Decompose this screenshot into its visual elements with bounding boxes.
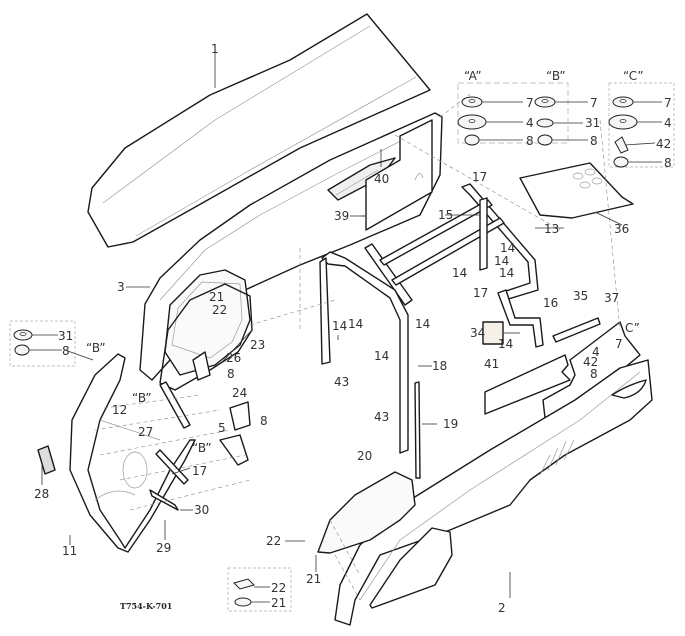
part-36-panel bbox=[519, 162, 634, 219]
callout-42-right: 42 bbox=[583, 355, 598, 369]
callout-17-b: 17 bbox=[473, 286, 488, 300]
callout-24: 24 bbox=[232, 386, 247, 400]
part-35-strip bbox=[552, 317, 601, 343]
part-29-brace bbox=[149, 489, 179, 511]
part-26-bracket bbox=[192, 351, 211, 381]
callout-3: 3 bbox=[117, 280, 125, 294]
callout-12: 12 bbox=[112, 403, 127, 417]
part-20-window bbox=[317, 471, 416, 554]
detail-box-A bbox=[457, 82, 569, 144]
detail-A-item: 8 bbox=[526, 134, 534, 148]
detail-ref-B-2: “B” bbox=[132, 391, 152, 405]
part-34-pad bbox=[482, 321, 504, 345]
part-11-front-nose bbox=[69, 353, 196, 553]
callout-14-d: 14 bbox=[452, 266, 467, 280]
drawing-code: T754-K-701 bbox=[120, 601, 172, 611]
callout-28: 28 bbox=[34, 487, 49, 501]
detail-bottom-item: 22 bbox=[271, 581, 286, 595]
detail-box-left bbox=[9, 320, 76, 367]
callout-20: 20 bbox=[357, 449, 372, 463]
detail-B-item: 8 bbox=[590, 134, 598, 148]
callout-26: 26 bbox=[226, 351, 241, 365]
part-1-hood-panel bbox=[87, 13, 431, 248]
callout-27: 27 bbox=[138, 425, 153, 439]
detail-box-bottom bbox=[227, 567, 292, 612]
callout-21-a: 21 bbox=[209, 290, 224, 304]
callout-34: 34 bbox=[470, 326, 485, 340]
detail-A-title: “A” bbox=[464, 69, 482, 83]
callout-17-a: 17 bbox=[472, 170, 487, 184]
callout-7-right: 7 bbox=[615, 337, 623, 351]
callout-14-e: 14 bbox=[494, 254, 509, 268]
callout-labels: 1 2 3 5 8 8 11 12 13 14 14 14 14 14 14 1… bbox=[34, 42, 672, 615]
detail-left-item: 31 bbox=[58, 329, 73, 343]
callout-14-i: 14 bbox=[374, 349, 389, 363]
callout-16: 16 bbox=[543, 296, 558, 310]
callout-36: 36 bbox=[614, 222, 629, 236]
callout-C-right: C” bbox=[625, 321, 640, 335]
detail-A-item: 7 bbox=[526, 96, 534, 110]
callout-18: 18 bbox=[432, 359, 447, 373]
leader-lines bbox=[29, 101, 662, 603]
detail-C-item: 8 bbox=[664, 156, 672, 170]
callout-37: 37 bbox=[604, 291, 619, 305]
callout-35: 35 bbox=[573, 289, 588, 303]
part-41-panel bbox=[484, 354, 571, 415]
part-28-emblem bbox=[37, 445, 56, 475]
detail-bottom-item: 21 bbox=[271, 596, 286, 610]
callout-14-h: 14 bbox=[498, 337, 513, 351]
callout-8-b: 8 bbox=[260, 414, 268, 428]
callout-29: 29 bbox=[156, 541, 171, 555]
detail-C-item: 42 bbox=[656, 137, 671, 151]
callout-15: 15 bbox=[438, 208, 453, 222]
callout-14-g: 14 bbox=[500, 241, 515, 255]
callout-4-right: 4 bbox=[592, 345, 600, 359]
callout-2: 2 bbox=[498, 601, 506, 615]
callout-22-b: 22 bbox=[266, 534, 281, 548]
callout-14-a: 14 bbox=[332, 319, 347, 333]
detail-C-title: “C” bbox=[623, 69, 644, 83]
part-18-bar bbox=[321, 251, 409, 454]
detail-A-item: 4 bbox=[526, 116, 534, 130]
callout-1: 1 bbox=[211, 42, 219, 56]
callout-8-a: 8 bbox=[227, 367, 235, 381]
part-24-bracket bbox=[229, 401, 251, 431]
part-27-bracket bbox=[159, 381, 191, 429]
callout-40: 40 bbox=[374, 172, 389, 186]
callout-14-b: 14 bbox=[348, 317, 363, 331]
callout-43-a: 43 bbox=[334, 375, 349, 389]
detail-left-item: 8 bbox=[62, 344, 70, 358]
detail-ref-B-1: “B” bbox=[86, 341, 106, 355]
callout-43-b: 43 bbox=[374, 410, 389, 424]
callout-8-right: 8 bbox=[590, 367, 598, 381]
callout-21-b: 21 bbox=[306, 572, 321, 586]
callout-17-c: 17 bbox=[192, 464, 207, 478]
callout-14-c: 14 bbox=[415, 317, 430, 331]
callout-30: 30 bbox=[194, 503, 209, 517]
detail-C-item: 7 bbox=[664, 96, 672, 110]
callout-39: 39 bbox=[334, 209, 349, 223]
callout-41: 41 bbox=[484, 357, 499, 371]
callout-14-f: 14 bbox=[499, 266, 514, 280]
detail-B-item: 7 bbox=[590, 96, 598, 110]
callout-23: 23 bbox=[250, 338, 265, 352]
callout-19: 19 bbox=[443, 417, 458, 431]
part-23-window-seal bbox=[159, 283, 253, 391]
callout-22-a: 22 bbox=[212, 303, 227, 317]
callout-13: 13 bbox=[544, 222, 559, 236]
detail-B-item: 31 bbox=[585, 116, 600, 130]
callout-11: 11 bbox=[62, 544, 77, 558]
callout-5: 5 bbox=[218, 421, 226, 435]
detail-C-item: 4 bbox=[664, 116, 672, 130]
detail-B-title: “B” bbox=[546, 69, 566, 83]
detail-box-C bbox=[608, 82, 675, 168]
part-19-strip bbox=[414, 381, 421, 479]
part-39-panel bbox=[365, 119, 433, 231]
detail-ref-B-3: “B” bbox=[192, 441, 212, 455]
frame-assembly bbox=[364, 183, 544, 348]
